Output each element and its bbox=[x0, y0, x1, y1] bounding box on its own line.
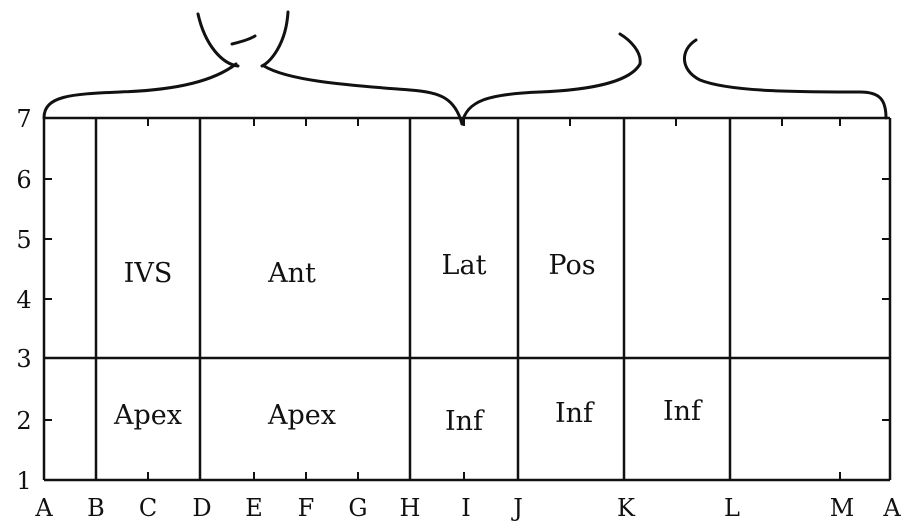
x-tick-label-c: C bbox=[139, 494, 157, 522]
x-tick-label-m: M bbox=[830, 494, 855, 522]
x-axis-tick-marks bbox=[147, 118, 841, 480]
x-tick-label-j: J bbox=[510, 494, 523, 522]
y-tick-label-3: 3 bbox=[16, 345, 31, 373]
x-tick-label-i: I bbox=[461, 494, 470, 522]
arm-right-hook bbox=[683, 38, 888, 120]
region-label-pos: Pos bbox=[548, 250, 595, 281]
lower-region-labels: Apex Apex Inf Inf Inf bbox=[113, 396, 703, 437]
x-tick-label-g: G bbox=[348, 494, 367, 522]
region-label-apex-1: Apex bbox=[113, 400, 182, 431]
x-tick-label-l: L bbox=[724, 494, 740, 522]
x-tick-label-h: H bbox=[400, 494, 421, 522]
neck-right bbox=[260, 10, 290, 68]
chin-mark bbox=[230, 34, 257, 46]
x-axis-labels: A B C D E F G H I J K L M A bbox=[34, 494, 901, 522]
region-label-lat: Lat bbox=[442, 250, 487, 281]
x-tick-label-k: K bbox=[617, 494, 636, 522]
region-label-ivs: IVS bbox=[124, 258, 173, 289]
y-tick-label-2: 2 bbox=[16, 407, 31, 435]
y-tick-label-5: 5 bbox=[16, 226, 31, 254]
left-shoulder-curve bbox=[42, 62, 238, 120]
body-outline bbox=[42, 10, 888, 126]
y-axis-labels: 1 2 3 4 5 6 7 bbox=[16, 105, 31, 495]
region-label-inf-3: Inf bbox=[663, 396, 703, 427]
y-tick-label-1: 1 bbox=[16, 467, 31, 495]
y-tick-label-6: 6 bbox=[16, 166, 31, 194]
y-tick-label-7: 7 bbox=[16, 105, 31, 133]
region-label-inf-2: Inf bbox=[555, 398, 595, 429]
y-axis-tick-marks bbox=[44, 117, 890, 481]
torso-top-right bbox=[460, 62, 642, 126]
x-tick-label-f: F bbox=[298, 494, 315, 522]
x-tick-label-a-right: A bbox=[882, 494, 901, 522]
x-tick-label-a-left: A bbox=[34, 494, 53, 522]
x-tick-label-e: E bbox=[245, 494, 263, 522]
region-label-inf-1: Inf bbox=[445, 406, 485, 437]
torso-top-left bbox=[262, 64, 464, 126]
neck-left bbox=[196, 12, 240, 68]
x-tick-label-d: D bbox=[192, 494, 211, 522]
y-tick-label-4: 4 bbox=[16, 286, 31, 314]
arm-left-hook bbox=[618, 32, 642, 66]
x-tick-label-b: B bbox=[87, 494, 105, 522]
region-label-ant: Ant bbox=[267, 258, 316, 289]
upper-region-labels: IVS Ant Lat Pos bbox=[124, 250, 596, 289]
region-label-apex-2: Apex bbox=[267, 400, 336, 431]
